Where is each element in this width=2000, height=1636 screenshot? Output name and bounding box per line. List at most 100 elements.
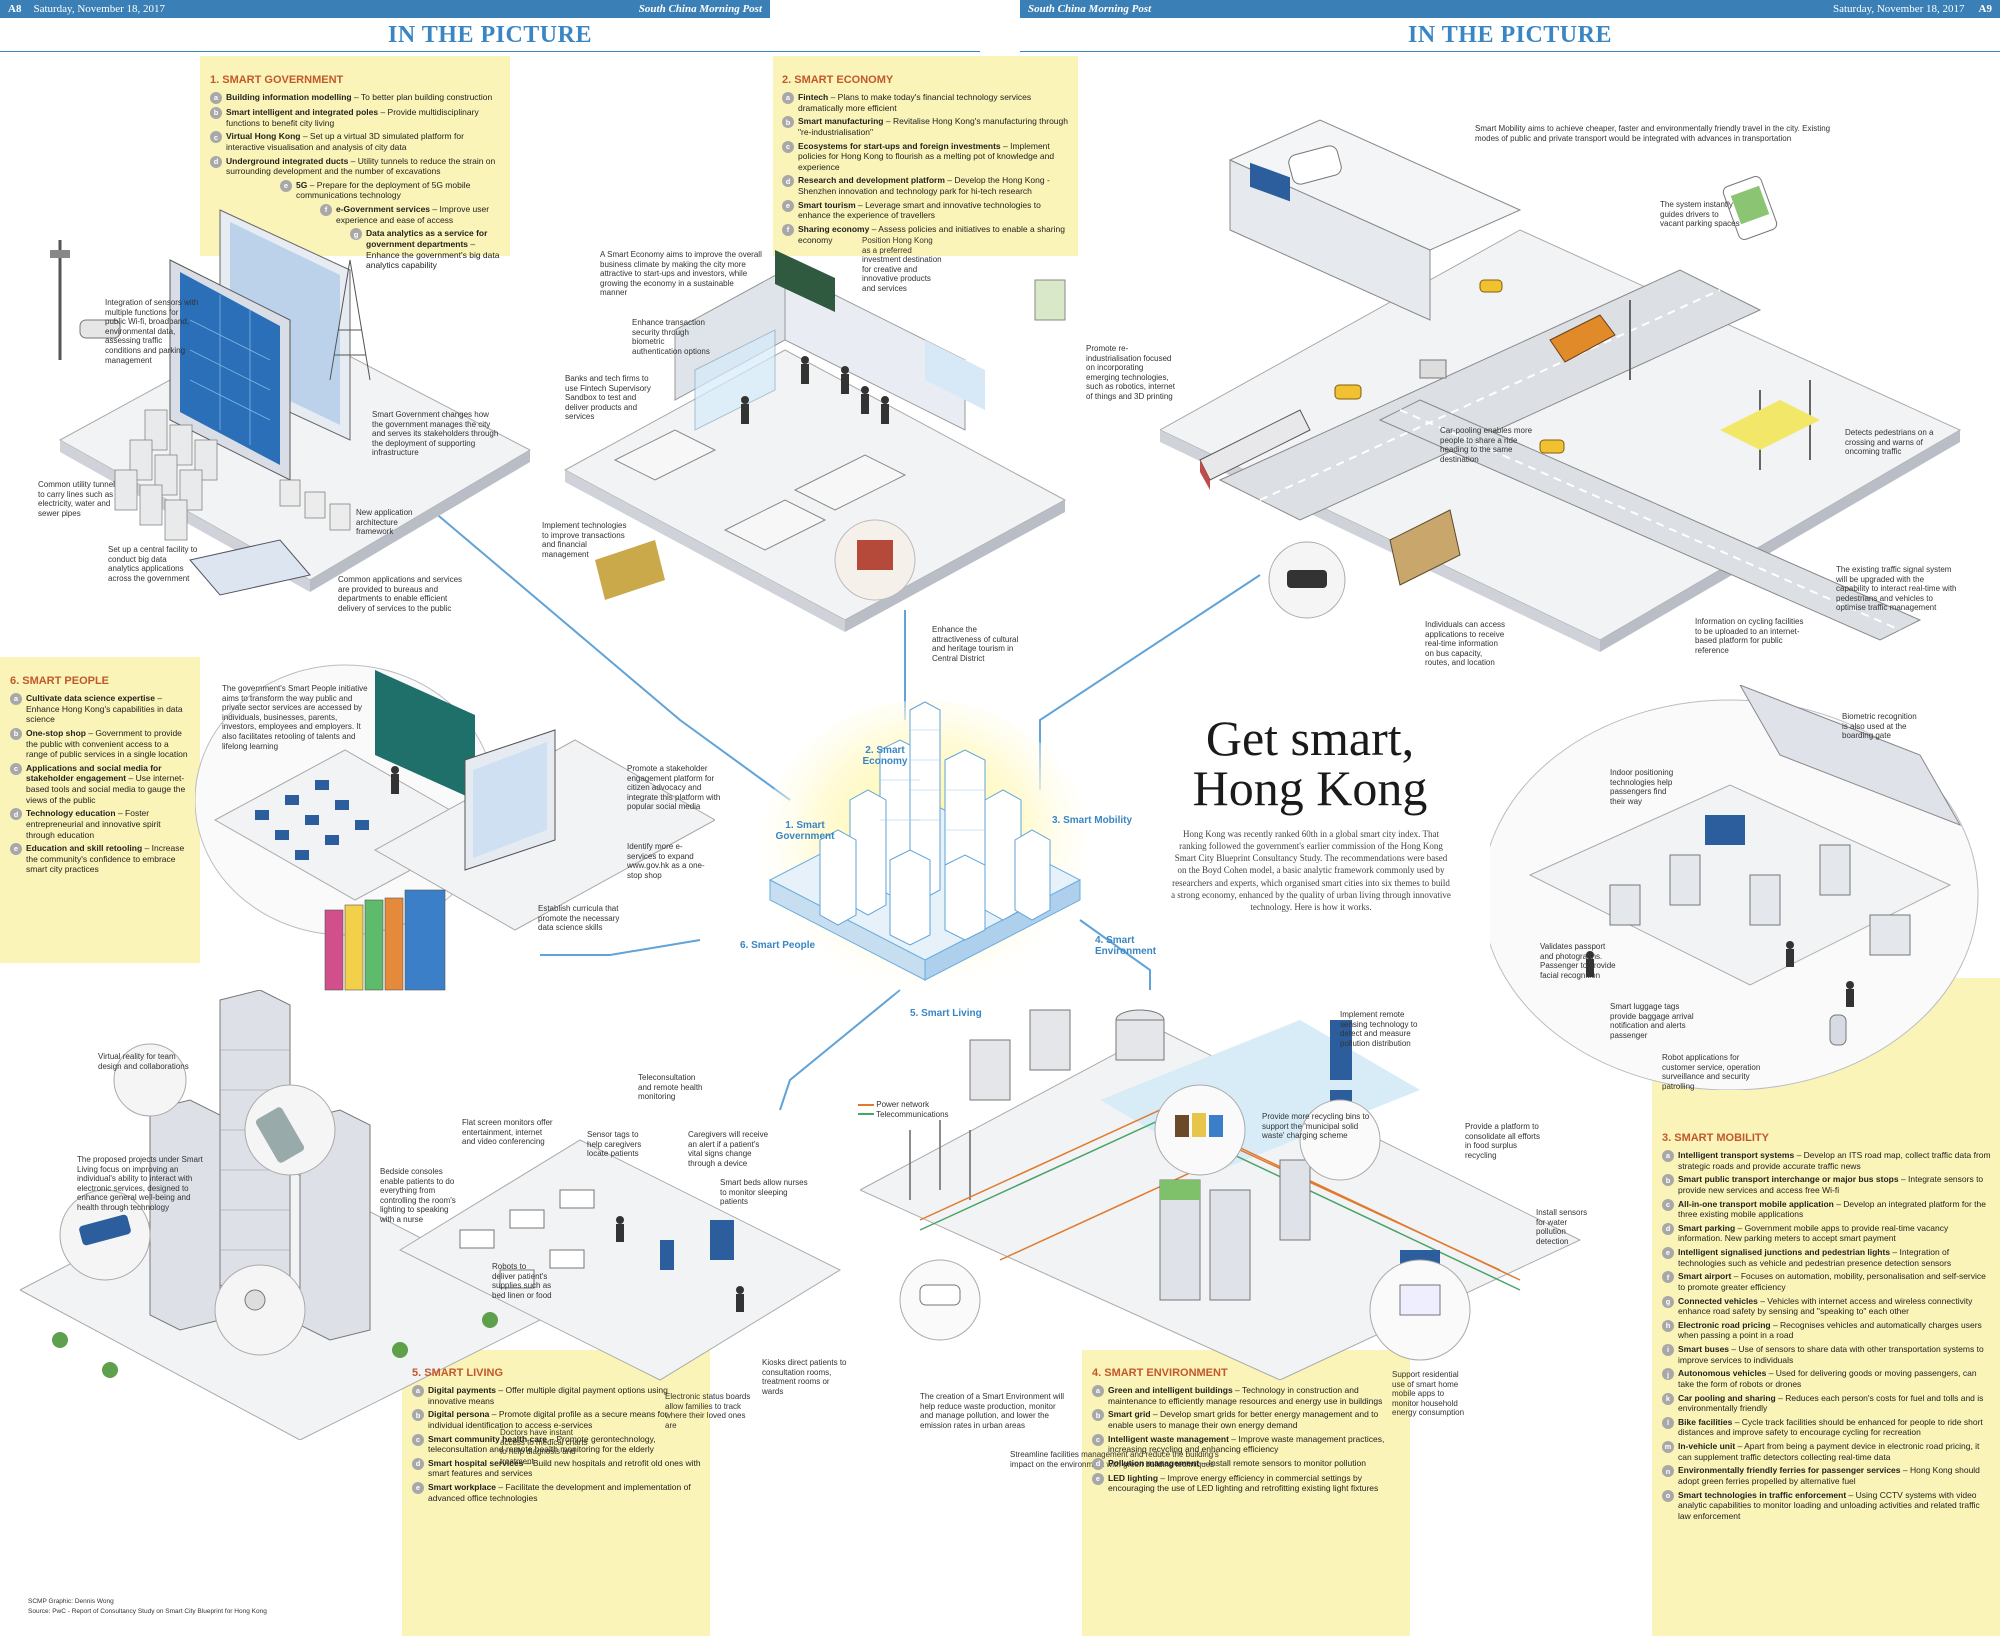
env-caption-intro: The creation of a Smart Environment will… <box>920 1392 1065 1430</box>
env-caption-sensors: Implement remote sensing technology to d… <box>1340 1010 1418 1048</box>
env-caption-bins: Provide more recycling bins to support t… <box>1262 1112 1370 1141</box>
living-caption-bedside: Bedside consoles enable patients to do e… <box>380 1167 456 1224</box>
people-illustration <box>195 664 715 991</box>
living-caption-beds: Smart beds allow nurses to monitor sleep… <box>720 1178 808 1207</box>
legend-swatch-tele <box>858 1113 874 1116</box>
people-caption-eservice: Identify more e-services to expand www.g… <box>627 842 705 880</box>
hub-label-mobility: 3. Smart Mobility <box>1052 815 1133 826</box>
graphic-credit: SCMP Graphic: Dennis Wong <box>28 1598 114 1605</box>
living-caption-status: Electronic status boards allow families … <box>665 1392 751 1430</box>
living-caption-alert: Caregivers will receive an alert if a pa… <box>688 1130 769 1168</box>
eco-caption-banks: Banks and tech firms to use Fintech Supe… <box>565 374 651 422</box>
env-legend: Power network Telecommunications <box>858 1100 958 1119</box>
mob-caption-luggage: Smart luggage tags provide baggage arriv… <box>1610 1002 1694 1040</box>
environment-title: 4. Smart Environment <box>1092 1367 1228 1379</box>
kicker-rule <box>1020 51 2000 52</box>
people-caption-engage: Promote a stakeholder engagement platfor… <box>627 764 721 812</box>
gov-caption-sensors: Integration of sensors with multiple fun… <box>105 298 199 365</box>
paper-name: South China Morning Post <box>1028 3 1152 15</box>
economy-panel-bg <box>773 56 1078 256</box>
issue-date: Saturday, November 18, 2017 <box>1832 3 1965 15</box>
legend-tele: Telecommunications <box>876 1109 949 1119</box>
folio-left: A8 Saturday, November 18, 2017 South Chi… <box>0 0 770 18</box>
gov-caption-intro: Smart Government changes how the governm… <box>372 410 499 458</box>
headline-line-1: Get smart, <box>1205 710 1415 766</box>
section-kicker-right: IN THE PICTURE <box>1408 22 1612 48</box>
airport-illustration <box>1490 685 1979 1090</box>
environment-illustration <box>860 1009 1582 1380</box>
economy-illustration <box>563 250 1067 632</box>
headline-line-2: Hong Kong <box>1192 760 1428 816</box>
mob-caption-robots: Robot applications for customer service,… <box>1662 1053 1761 1091</box>
mob-caption-signal: The existing traffic signal system will … <box>1836 565 1957 613</box>
env-caption-residential: Support residential use of smart home mo… <box>1392 1370 1465 1418</box>
paper-name: South China Morning Post <box>638 3 762 15</box>
mob-caption-pedestrian: Detects pedestrians on a crossing and wa… <box>1845 428 1934 457</box>
env-caption-food: Provide a platform to consolidate all ef… <box>1465 1122 1541 1160</box>
living-title: 5. Smart Living <box>412 1367 504 1379</box>
mob-caption-carpool: Car-pooling enables more people to share… <box>1440 426 1533 464</box>
living-panel-bg <box>402 1350 710 1636</box>
people-caption-curricula: Establish curricula that promote the nec… <box>538 904 620 933</box>
hub-label-living: 5. Smart Living <box>910 1008 982 1019</box>
people-title: 6. Smart People <box>10 675 110 687</box>
mob-caption-cycling: Information on cycling facilities to be … <box>1695 617 1804 655</box>
living-illustration <box>20 990 842 1440</box>
issue-date: Saturday, November 18, 2017 <box>33 3 166 15</box>
eco-caption-reind: Promote re-industrialisation focused on … <box>1086 344 1175 401</box>
source-credit: Source: PwC - Report of Consultancy Stud… <box>28 1608 267 1615</box>
living-caption-kiosk: Kiosks direct patients to consultation r… <box>762 1358 847 1396</box>
economy-title: 2. Smart Economy <box>782 74 894 86</box>
page-number: A9 <box>1978 3 1992 15</box>
folio-right: South China Morning Post Saturday, Novem… <box>1020 0 2000 18</box>
legend-swatch-power <box>858 1103 874 1106</box>
mob-caption-indoor: Indoor positioning technologies help pas… <box>1610 768 1674 806</box>
mob-caption-apps: Individuals can access applications to r… <box>1425 620 1506 668</box>
kicker-rule <box>0 51 980 52</box>
section-kicker-left: IN THE PICTURE <box>388 22 592 48</box>
mob-caption-passport: Validates passport and photographs. Pass… <box>1540 942 1616 980</box>
env-caption-streamline: Streamline facilities management and red… <box>1010 1450 1219 1469</box>
mobility-title: 3. Smart Mobility <box>1662 1132 1769 1144</box>
hub-label-economy: 2. Smart Economy <box>862 745 908 767</box>
people-panel-bg <box>0 657 200 963</box>
government-illustration <box>50 209 532 596</box>
government-panel-bg <box>200 56 510 256</box>
living-caption-sensor: Sensor tags to help caregivers locate pa… <box>587 1130 642 1159</box>
hub-label-environment: 4. Smart Environment <box>1095 935 1157 957</box>
living-caption-doctors: Doctors have instant access to medical c… <box>500 1428 588 1466</box>
eco-caption-impl: Implement technologies to improve transa… <box>542 521 627 559</box>
